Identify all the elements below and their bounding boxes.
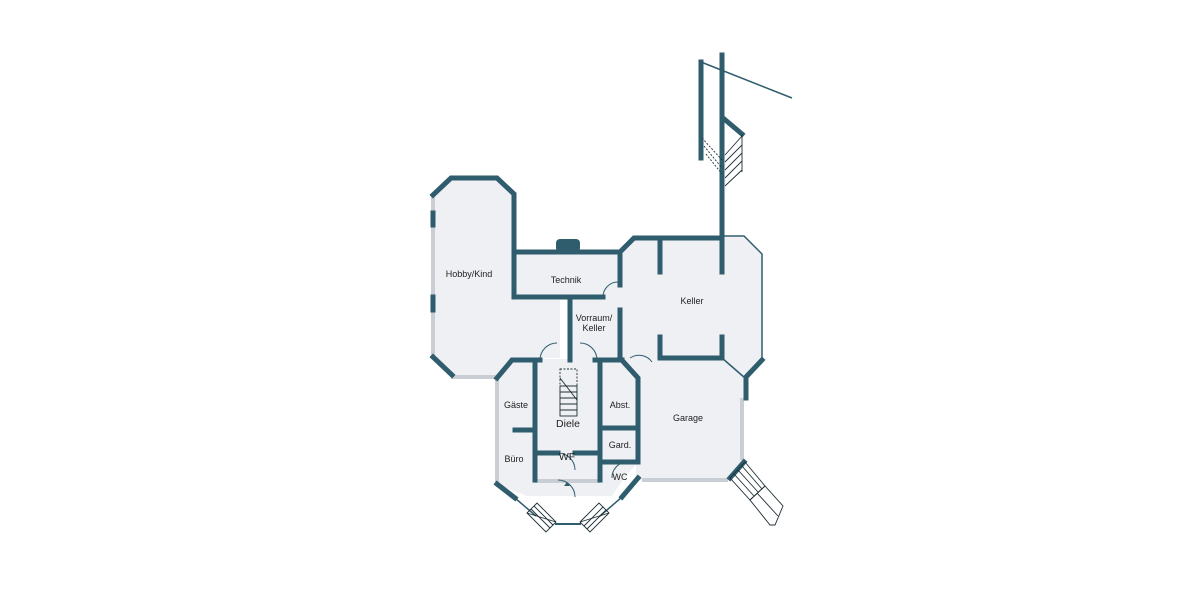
wall-gaeste-nw bbox=[493, 357, 533, 382]
stair-diele bbox=[559, 368, 578, 417]
label-hobby: Hobby/Kind bbox=[446, 269, 493, 279]
room-labels: Hobby/Kind Technik Vorraum/ Keller Kelle… bbox=[446, 269, 704, 482]
floor-technik bbox=[514, 252, 620, 297]
door-entry bbox=[557, 479, 576, 498]
wall-keller-east bbox=[722, 235, 763, 358]
entry-arrow-icon bbox=[564, 482, 570, 486]
door-technik bbox=[602, 281, 619, 298]
floor-hobby bbox=[432, 177, 560, 376]
stair-entry bbox=[514, 496, 623, 533]
label-abst: Abst. bbox=[610, 400, 631, 410]
doors bbox=[539, 281, 653, 498]
floor-garage bbox=[636, 376, 744, 480]
label-technik: Technik bbox=[551, 275, 582, 285]
door-vorraum-right bbox=[579, 342, 598, 361]
windows bbox=[431, 195, 744, 483]
door-garage bbox=[629, 354, 653, 363]
stairs bbox=[514, 59, 793, 533]
chimney bbox=[556, 239, 580, 252]
label-diele: Diele bbox=[556, 418, 580, 430]
wall-north-diagonal bbox=[700, 61, 793, 99]
wall-buero-sw bbox=[493, 480, 519, 502]
wall-hobby-north bbox=[429, 175, 517, 255]
label-gaeste: Gäste bbox=[504, 400, 528, 410]
wall-garage-west bbox=[616, 354, 641, 463]
stair-north bbox=[698, 59, 793, 187]
label-wc: WC bbox=[613, 472, 628, 482]
floor-keller bbox=[620, 237, 762, 376]
wall-wc-se bbox=[618, 474, 642, 501]
label-wf: WF bbox=[559, 451, 575, 463]
label-gard: Gard. bbox=[609, 440, 632, 450]
floor-vorraum bbox=[570, 297, 620, 359]
label-buero: Büro bbox=[504, 454, 523, 464]
floor-fills bbox=[432, 177, 762, 496]
stair-garage bbox=[729, 461, 784, 526]
door-wc bbox=[611, 461, 626, 479]
wall-hobby-sw bbox=[429, 353, 456, 379]
wall-technik-south bbox=[511, 249, 606, 300]
label-garage: Garage bbox=[673, 413, 703, 423]
label-vorraum-2: Keller bbox=[582, 323, 605, 333]
door-wf bbox=[557, 452, 576, 471]
label-vorraum-1: Vorraum/ bbox=[576, 313, 613, 323]
wall-north-stair bbox=[719, 114, 746, 138]
wall-keller-se bbox=[721, 357, 746, 379]
label-keller: Keller bbox=[680, 296, 703, 306]
door-vorraum-left bbox=[539, 342, 558, 361]
wall-garage-ne bbox=[743, 356, 766, 401]
